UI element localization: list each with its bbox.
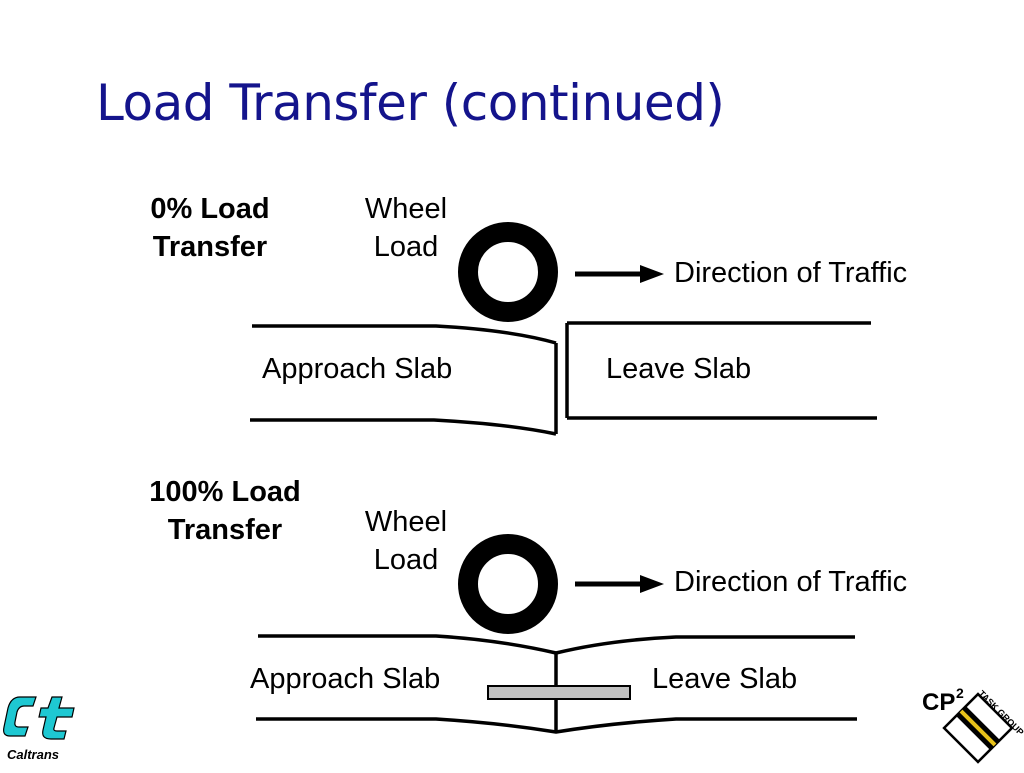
cp2-task-group-logo: CP 2 TASK GROUP: [918, 685, 1024, 768]
case-0-approach-slab-bottom: [250, 418, 557, 436]
case-0-drawing: [250, 222, 877, 436]
caltrans-logo-text: Caltrans: [7, 747, 59, 762]
case-0-wheel-icon: [458, 222, 558, 322]
caltrans-logo-icon: Caltrans: [3, 696, 75, 762]
case-0-wheel-line2: Load: [373, 230, 439, 263]
case-0-approach-slab-label: Approach Slab: [262, 353, 453, 385]
caltrans-logo: Caltrans: [2, 695, 84, 765]
case-100-slab-top: [258, 634, 855, 655]
cp2-logo-superscript: 2: [956, 686, 964, 701]
case-100-dowel-bar: [487, 685, 631, 700]
case-0-approach-slab-top: [252, 324, 557, 345]
case-0-leave-slab-label: Leave Slab: [606, 353, 752, 385]
case-100-wheel-label: Wheel Load: [350, 504, 462, 579]
case-100-label-line1: 100% Load: [149, 476, 301, 508]
case-0-label-line2: Transfer: [152, 230, 268, 263]
cp2-logo-icon: CP 2 TASK GROUP: [922, 685, 1024, 764]
case-100-label-line2: Transfer: [167, 513, 283, 546]
case-0-wheel-label: Wheel Load: [350, 191, 462, 266]
cp2-logo-text: CP: [922, 689, 955, 716]
case-0-label-line1: 0% Load: [150, 193, 270, 225]
case-0-direction-label: Direction of Traffic: [674, 257, 908, 289]
slide-title: Load Transfer (continued): [96, 74, 725, 132]
case-100-drawing: [256, 534, 857, 734]
case-100-leave-slab-label: Leave Slab: [652, 663, 798, 695]
case-100-wheel-icon: [458, 534, 558, 634]
case-0-label: 0% Load Transfer: [138, 191, 282, 266]
case-100-wheel-line2: Load: [373, 543, 439, 576]
case-100-direction-label: Direction of Traffic: [674, 566, 908, 598]
case-100-approach-slab-label: Approach Slab: [250, 663, 441, 695]
case-100-label: 100% Load Transfer: [132, 474, 318, 549]
case-0-direction-arrow-icon: [575, 265, 664, 283]
case-100-wheel-line1: Wheel: [364, 506, 448, 538]
case-0-wheel-line1: Wheel: [364, 193, 448, 225]
case-100-direction-arrow-icon: [575, 575, 664, 593]
